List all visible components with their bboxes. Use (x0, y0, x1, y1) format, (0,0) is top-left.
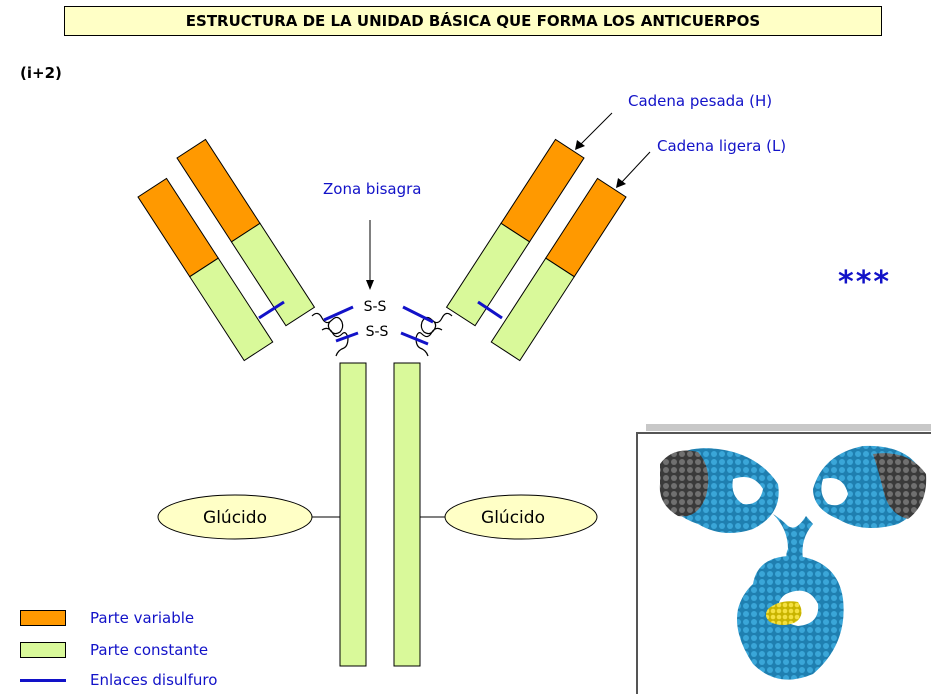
left-light-chain (137, 177, 274, 362)
light-chain-arrow (620, 151, 651, 184)
hinge-label: Zona bisagra (323, 180, 422, 198)
disulfide-hinge-top-right (402, 305, 434, 324)
hinge-coil-right (415, 312, 453, 357)
disulfide-hinge-bottom-left (335, 331, 359, 343)
protein-structure-image (636, 432, 931, 694)
glycan-right-shape (444, 494, 598, 540)
glycan-right-label: Glúcido (481, 508, 545, 528)
reference-label: (i+2) (20, 64, 62, 82)
heavy-chain-label: Cadena pesada (H) (628, 92, 773, 110)
left-heavy-chain (176, 138, 316, 327)
photo-shadow (646, 424, 931, 431)
page-title: ESTRUCTURA DE LA UNIDAD BÁSICA QUE FORMA… (64, 6, 882, 36)
legend-item-disulfide: Enlaces disulfuro (20, 671, 217, 689)
right-heavy-chain (445, 138, 585, 327)
protein-structure-illustration (659, 445, 927, 680)
glycan-left-label: Glúcido (203, 508, 267, 528)
legend-item-variable: Parte variable (20, 609, 194, 627)
legend-item-constant: Parte constante (20, 641, 208, 659)
legend-label-disulfide: Enlaces disulfuro (90, 671, 218, 689)
legend-swatch-constant (20, 642, 66, 658)
legend-swatch-variable (20, 610, 66, 626)
stars-mark: *** (838, 265, 892, 300)
legend-line-disulfide (20, 678, 66, 682)
fc-stem-right (393, 362, 421, 667)
disulfide-hinge-top-left (323, 305, 354, 322)
disulfide-left-arm (258, 300, 285, 320)
hinge-coil-left (311, 312, 349, 357)
disulfide-hinge-bottom-right (400, 331, 429, 346)
legend-label-constant: Parte constante (90, 641, 209, 659)
heavy-chain-arrow (579, 112, 613, 146)
light-chain-label: Cadena ligera (L) (657, 137, 787, 155)
ss-top-label: S-S (364, 299, 387, 315)
glycan-left-shape (157, 494, 313, 540)
right-light-chain (490, 177, 627, 362)
disulfide-right-arm (477, 300, 503, 320)
legend-label-variable: Parte variable (90, 609, 195, 627)
fc-stem-left (339, 362, 367, 667)
ss-bottom-label: S-S (366, 324, 389, 340)
